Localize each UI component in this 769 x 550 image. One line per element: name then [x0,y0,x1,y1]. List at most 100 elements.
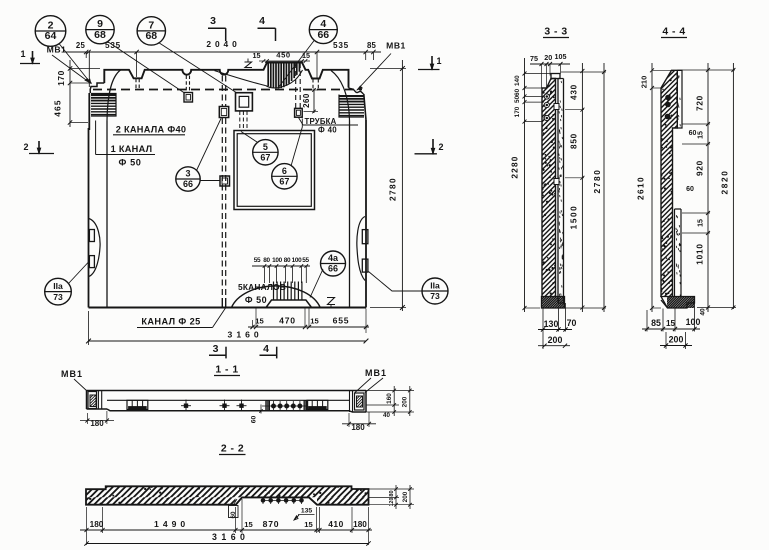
svg-text:465: 465 [53,99,63,117]
svg-text:3 1 6 0: 3 1 6 0 [212,532,246,542]
svg-text:2 0 4 0: 2 0 4 0 [206,39,237,49]
svg-text:60: 60 [251,416,258,424]
svg-text:6: 6 [282,166,287,176]
svg-text:535: 535 [333,41,349,50]
svg-text:4: 4 [263,343,269,355]
svg-text:2: 2 [23,142,28,152]
svg-text:210: 210 [640,76,649,89]
svg-text:2280: 2280 [510,155,520,178]
svg-text:120: 120 [389,498,395,507]
svg-text:20: 20 [544,53,552,62]
svg-text:2 - 2: 2 - 2 [221,444,244,455]
svg-text:Ф 50: Ф 50 [118,158,141,168]
svg-text:2820: 2820 [720,170,730,195]
svg-text:450: 450 [276,51,290,60]
svg-text:15: 15 [244,520,253,529]
svg-text:170: 170 [514,106,521,117]
svg-text:67: 67 [279,177,289,187]
svg-text:170: 170 [56,70,66,86]
svg-text:67: 67 [260,153,270,163]
svg-text:4 - 4: 4 - 4 [662,27,685,38]
svg-text:50: 50 [514,95,521,103]
svg-text:2 КАНАЛА Ф40: 2 КАНАЛА Ф40 [116,125,187,135]
svg-text:100: 100 [292,257,303,264]
svg-text:75: 75 [530,54,538,63]
svg-text:1 КАНАЛ: 1 КАНАЛ [111,144,153,154]
svg-text:3: 3 [210,15,216,27]
svg-text:66: 66 [317,29,329,41]
svg-text:15: 15 [666,319,676,328]
svg-text:73: 73 [53,292,63,302]
svg-text:2780: 2780 [592,169,602,194]
svg-text:1010: 1010 [696,243,705,264]
svg-text:70: 70 [567,318,577,328]
svg-text:1 4 9 0: 1 4 9 0 [154,519,186,529]
svg-text:180: 180 [353,520,367,529]
svg-text:470: 470 [279,316,296,326]
svg-text:100: 100 [272,257,283,264]
svg-text:4а: 4а [328,253,339,263]
svg-text:68: 68 [94,29,106,41]
svg-text:850: 850 [570,133,579,149]
svg-text:60: 60 [689,130,697,137]
svg-text:ТРУБКА: ТРУБКА [305,117,337,126]
svg-text:180: 180 [90,419,104,428]
svg-text:5КАНАЛОВ: 5КАНАЛОВ [238,282,286,292]
svg-text:Ф 50: Ф 50 [245,295,267,305]
svg-text:15: 15 [304,520,313,529]
svg-text:100: 100 [686,317,701,327]
svg-text:Ф 40: Ф 40 [318,125,337,134]
svg-text:МВ1: МВ1 [61,369,83,379]
svg-text:68: 68 [145,30,157,42]
svg-text:720: 720 [696,95,705,111]
svg-text:15: 15 [698,131,705,139]
svg-text:15: 15 [253,51,261,60]
svg-text:40: 40 [383,412,390,419]
svg-text:15: 15 [698,219,705,227]
svg-text:60: 60 [514,88,521,96]
svg-text:85: 85 [367,41,377,50]
svg-text:200: 200 [669,335,684,345]
svg-text:5: 5 [263,142,268,152]
svg-text:160: 160 [386,393,393,404]
svg-text:1: 1 [436,56,441,66]
svg-text:64: 64 [45,30,57,42]
svg-text:180: 180 [351,423,365,432]
svg-text:IIа: IIа [430,281,440,291]
svg-text:7: 7 [148,20,154,32]
svg-text:60: 60 [686,186,694,193]
svg-text:3 - 3: 3 - 3 [544,27,567,38]
svg-text:200: 200 [402,396,409,407]
svg-text:25: 25 [76,41,86,50]
svg-text:260: 260 [302,93,311,108]
svg-text:МВ1: МВ1 [365,368,387,378]
svg-text:60: 60 [230,511,237,518]
svg-text:2: 2 [438,142,443,152]
svg-text:55: 55 [254,257,261,264]
svg-text:2610: 2610 [636,176,646,200]
svg-text:1: 1 [20,49,25,59]
svg-text:4: 4 [320,18,326,30]
svg-text:15: 15 [255,317,264,326]
svg-text:105: 105 [555,52,567,61]
svg-text:80: 80 [263,257,270,264]
svg-text:МВ1: МВ1 [47,45,67,55]
svg-text:870: 870 [263,519,280,529]
svg-text:IIа: IIа [53,281,63,291]
svg-text:130: 130 [544,319,559,329]
svg-text:135: 135 [301,508,313,515]
svg-text:655: 655 [333,316,350,326]
svg-text:920: 920 [696,160,705,176]
svg-text:55: 55 [302,257,309,264]
svg-text:66: 66 [183,179,193,189]
svg-text:9: 9 [97,18,103,30]
svg-text:73: 73 [430,291,440,301]
svg-text:4: 4 [259,15,265,27]
svg-text:2: 2 [48,20,54,32]
svg-text:80: 80 [389,490,395,496]
svg-text:410: 410 [328,519,343,529]
svg-text:200: 200 [548,335,563,345]
svg-text:3 1 6 0: 3 1 6 0 [228,330,260,340]
svg-text:200: 200 [402,491,409,502]
svg-text:3: 3 [185,169,190,179]
